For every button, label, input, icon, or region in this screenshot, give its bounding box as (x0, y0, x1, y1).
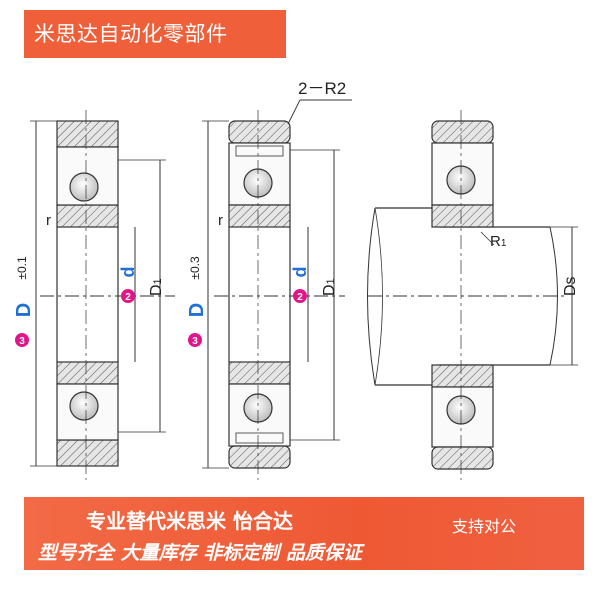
svg-text:d: d (290, 267, 310, 278)
svg-text:±0.1: ±0.1 (15, 256, 29, 280)
svg-text:D: D (186, 303, 208, 317)
left-d1-label: D1 (148, 278, 165, 296)
promo-slogan-side: 支持对公 (452, 517, 517, 536)
middle-bore-label: 2 d (290, 267, 310, 303)
middle-diameter-label: 3 D ±0.3 (186, 256, 208, 347)
svg-text:±0.3: ±0.3 (188, 256, 202, 280)
svg-text:d: d (118, 267, 138, 278)
ds-label: Ds (562, 276, 579, 296)
middle-r-label: r (218, 212, 223, 229)
svg-text:3: 3 (192, 336, 198, 347)
svg-text:D: D (13, 303, 35, 317)
chamfer-label: 2－R2 (298, 79, 346, 98)
middle-bearing-section (202, 99, 352, 480)
svg-text:3: 3 (19, 336, 25, 347)
left-r-label: r (46, 212, 51, 229)
promo-slogan-features: 型号齐全 大量库存 非标定制 品质保证 (38, 542, 362, 564)
r1-label: R1 (490, 233, 507, 250)
middle-d1-label: D1 (321, 278, 338, 296)
promo-slogan-main: 专业替代米思米 怡合达 (86, 509, 293, 533)
svg-text:2: 2 (125, 292, 131, 303)
left-bearing-section (30, 110, 175, 480)
left-diameter-label: 3 D ±0.1 (13, 256, 35, 347)
right-bearing-on-shaft (367, 110, 578, 480)
promo-banner (24, 497, 584, 570)
svg-text:2: 2 (297, 292, 303, 303)
left-bore-label: 2 d (118, 267, 138, 303)
brand-banner: 米思达自动化零部件 (24, 10, 286, 58)
